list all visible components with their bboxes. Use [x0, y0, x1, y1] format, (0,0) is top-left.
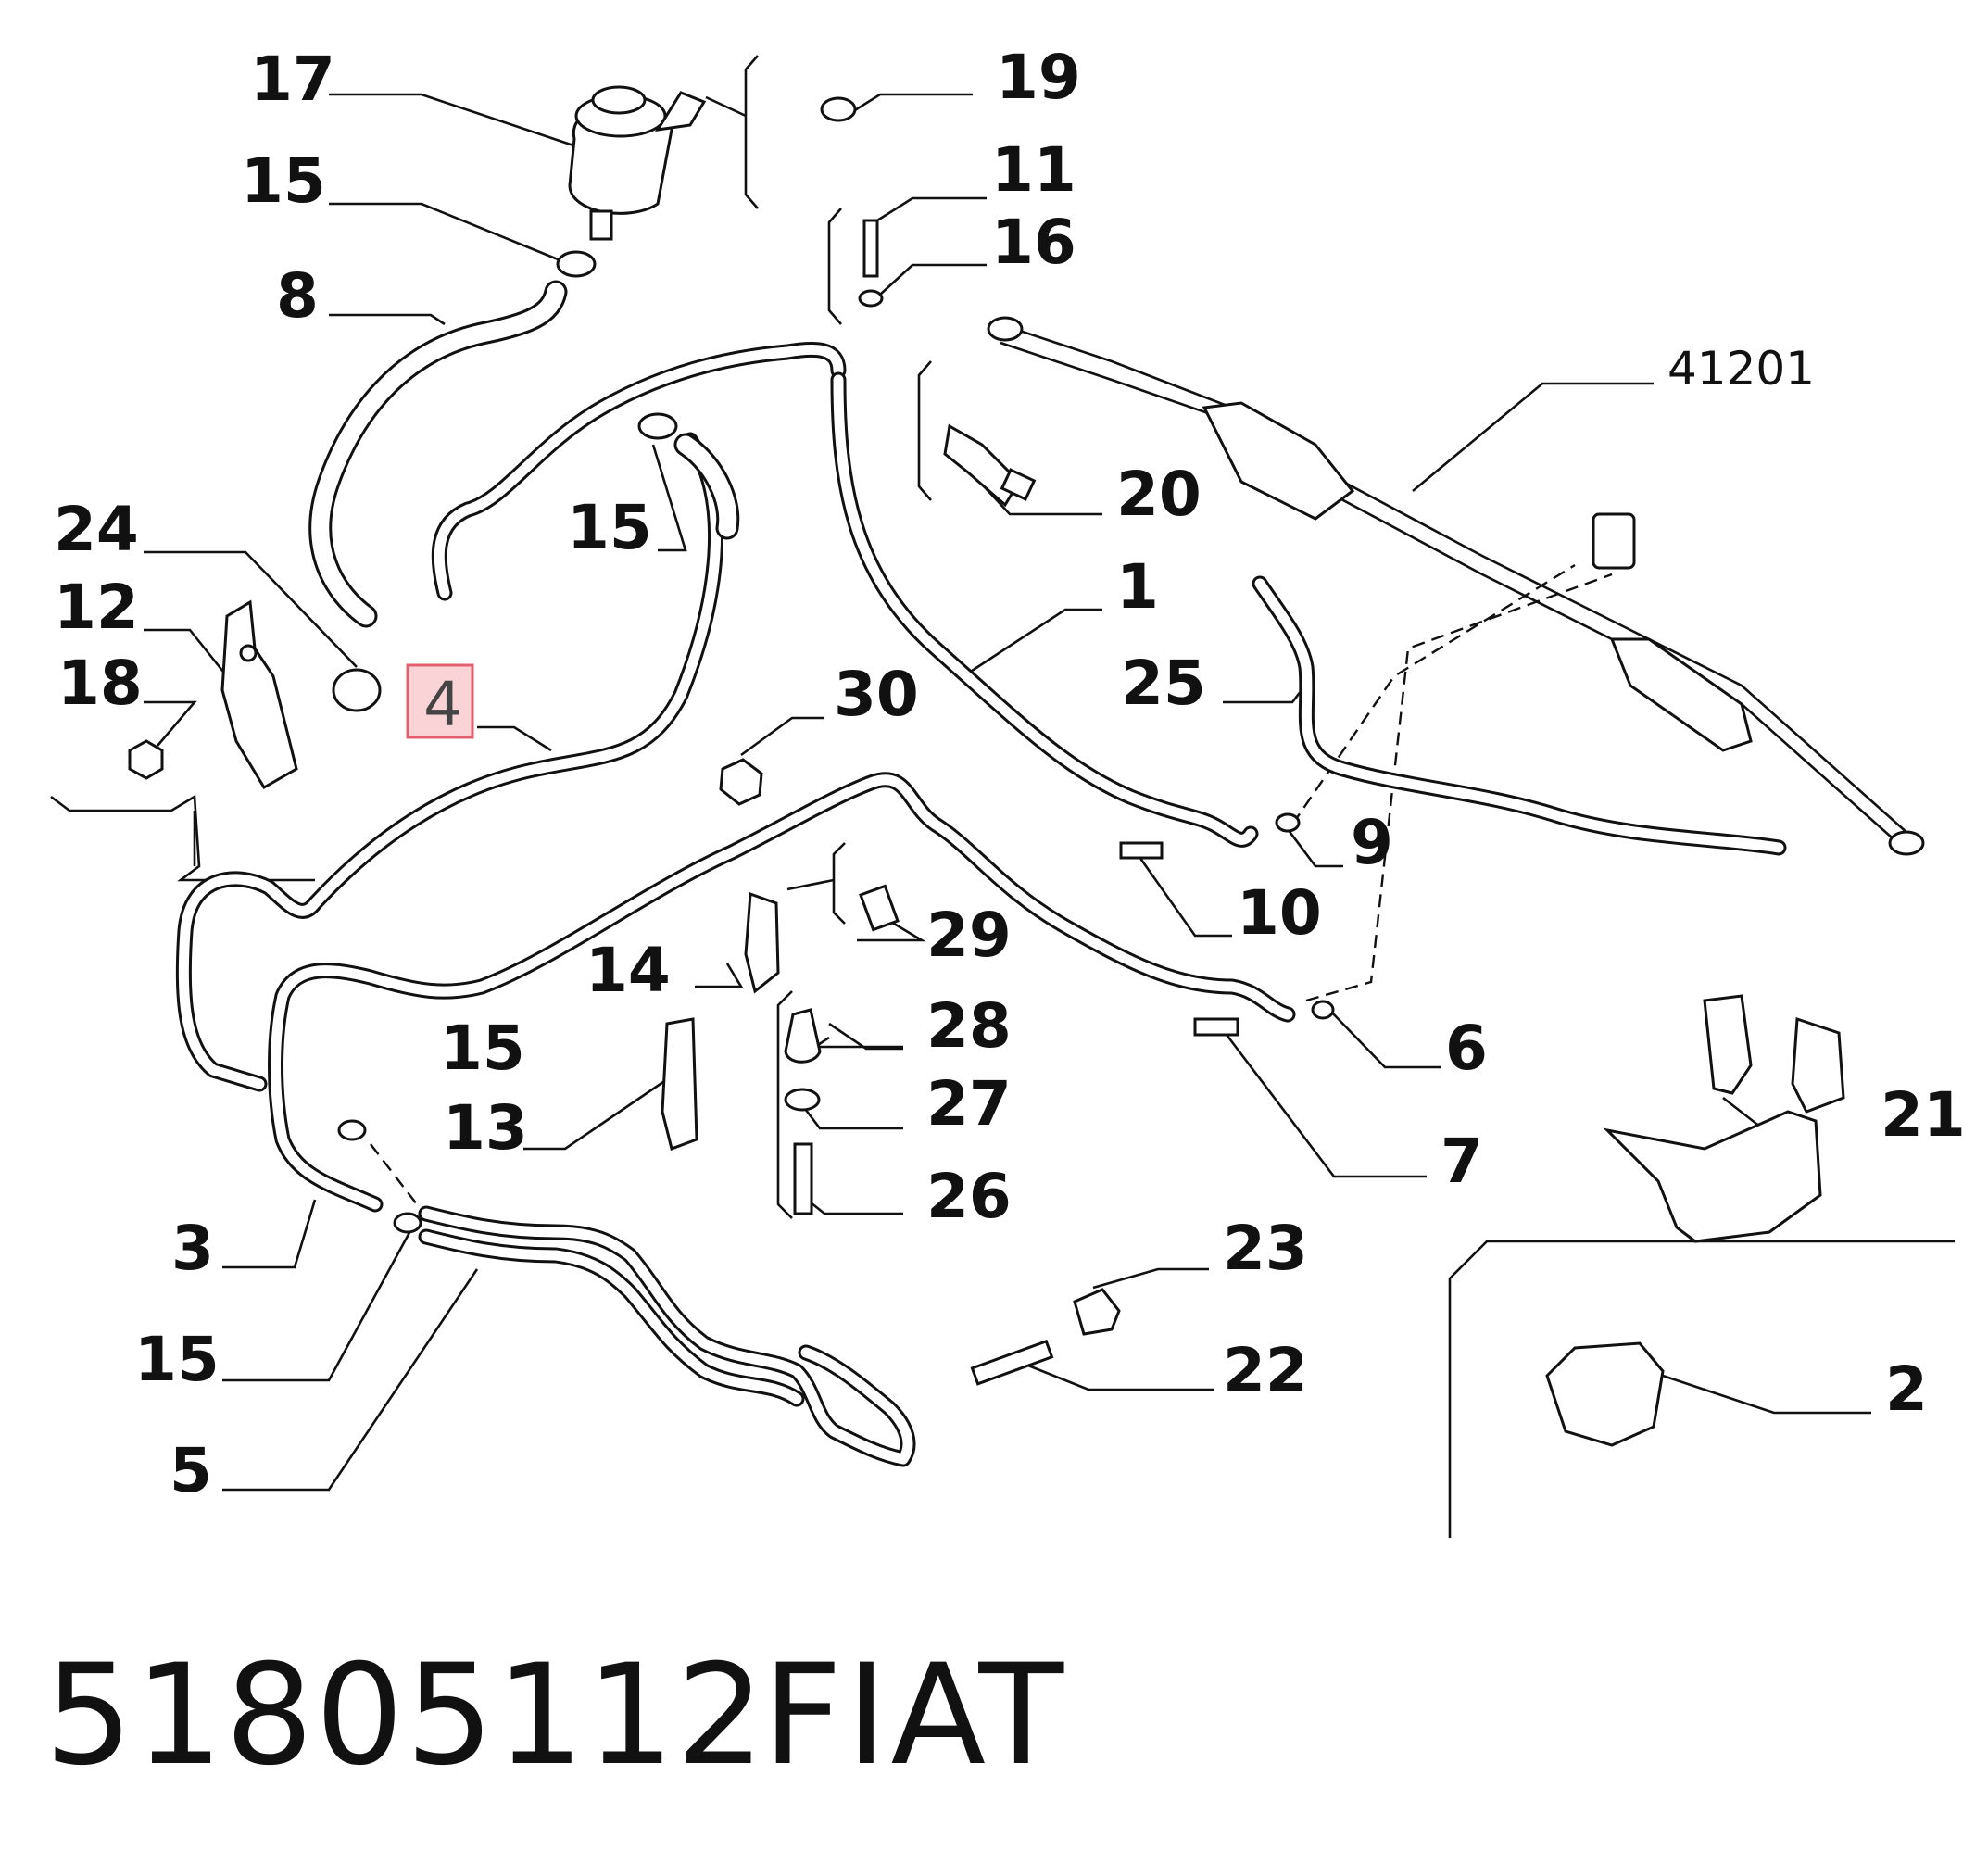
clamp-15b	[637, 412, 678, 440]
label-21[interactable]: 21	[1881, 1079, 1966, 1151]
clip-14	[744, 891, 780, 994]
nut-23	[1073, 1288, 1121, 1336]
label-22[interactable]: 22	[1223, 1335, 1308, 1406]
label-26[interactable]: 26	[926, 1161, 1012, 1232]
dashed-guides	[370, 563, 1613, 1205]
o-ring-24	[332, 668, 382, 712]
steering-rack	[987, 316, 1925, 856]
clip-13	[661, 1017, 698, 1151]
label-19[interactable]: 19	[996, 42, 1081, 113]
bracket-12	[220, 599, 298, 790]
label-6[interactable]: 6	[1445, 1013, 1488, 1084]
label-24[interactable]: 24	[54, 494, 139, 565]
label-20[interactable]: 20	[1116, 459, 1202, 530]
nut-30	[719, 758, 763, 806]
label-18[interactable]: 18	[57, 648, 143, 719]
label-15-mid[interactable]: 15	[440, 1013, 525, 1084]
washer-6	[1311, 1000, 1335, 1020]
label-2[interactable]: 2	[1885, 1353, 1928, 1425]
label-17[interactable]: 17	[250, 44, 335, 115]
clamp-15c	[337, 1119, 367, 1141]
label-11[interactable]: 11	[991, 134, 1076, 206]
label-4[interactable]: 4	[423, 669, 462, 740]
part-number: 51805112	[44, 1635, 767, 1796]
label-15-reservoir[interactable]: 15	[241, 145, 326, 217]
bolt-29	[859, 884, 900, 932]
label-15-return[interactable]: 15	[567, 492, 652, 563]
banjo-bolt-7	[1193, 1017, 1239, 1037]
washer-16	[858, 289, 884, 308]
nut-18	[128, 739, 164, 780]
label-41201[interactable]: 41201	[1667, 342, 1815, 396]
label-27[interactable]: 27	[926, 1068, 1012, 1139]
pipes	[175, 280, 1787, 1467]
label-8[interactable]: 8	[276, 260, 319, 332]
label-23[interactable]: 23	[1223, 1213, 1308, 1284]
bolt-26	[793, 1142, 813, 1215]
bolt-11	[862, 219, 879, 278]
label-9[interactable]: 9	[1351, 807, 1393, 878]
label-7[interactable]: 7	[1441, 1126, 1483, 1197]
label-12[interactable]: 12	[54, 572, 139, 643]
reservoir	[568, 85, 707, 241]
label-14[interactable]: 14	[585, 935, 671, 1006]
parts	[128, 85, 1925, 1447]
washer-27	[784, 1088, 821, 1112]
label-5[interactable]: 5	[170, 1435, 212, 1506]
leader-lines	[50, 55, 1955, 1538]
label-30[interactable]: 30	[834, 659, 919, 730]
callout-labels: 17 19 15 11 16 8 41201 20 24 15 1 12 25 …	[54, 42, 1966, 1506]
bolt-22	[970, 1339, 1054, 1386]
label-25[interactable]: 25	[1121, 648, 1206, 719]
clamp-15d	[393, 1212, 422, 1234]
brand-name: FIAT	[762, 1635, 1068, 1796]
label-3[interactable]: 3	[171, 1213, 214, 1284]
label-16[interactable]: 16	[991, 207, 1076, 278]
label-15-bottom[interactable]: 15	[134, 1324, 220, 1395]
label-10[interactable]: 10	[1237, 877, 1322, 949]
banjo-bolt-10	[1119, 841, 1164, 860]
pressure-switch	[943, 423, 1037, 508]
clamp-15a	[556, 250, 597, 278]
clip-2	[1545, 1341, 1665, 1447]
label-29[interactable]: 29	[926, 900, 1012, 971]
seal-ring-19	[820, 96, 857, 122]
washer-9	[1275, 812, 1301, 833]
highlight-box	[406, 663, 474, 739]
label-1[interactable]: 1	[1116, 551, 1159, 623]
bracket-21	[1603, 994, 1845, 1243]
label-13[interactable]: 13	[443, 1092, 528, 1164]
cap-28	[784, 1008, 822, 1064]
label-28[interactable]: 28	[926, 990, 1012, 1062]
